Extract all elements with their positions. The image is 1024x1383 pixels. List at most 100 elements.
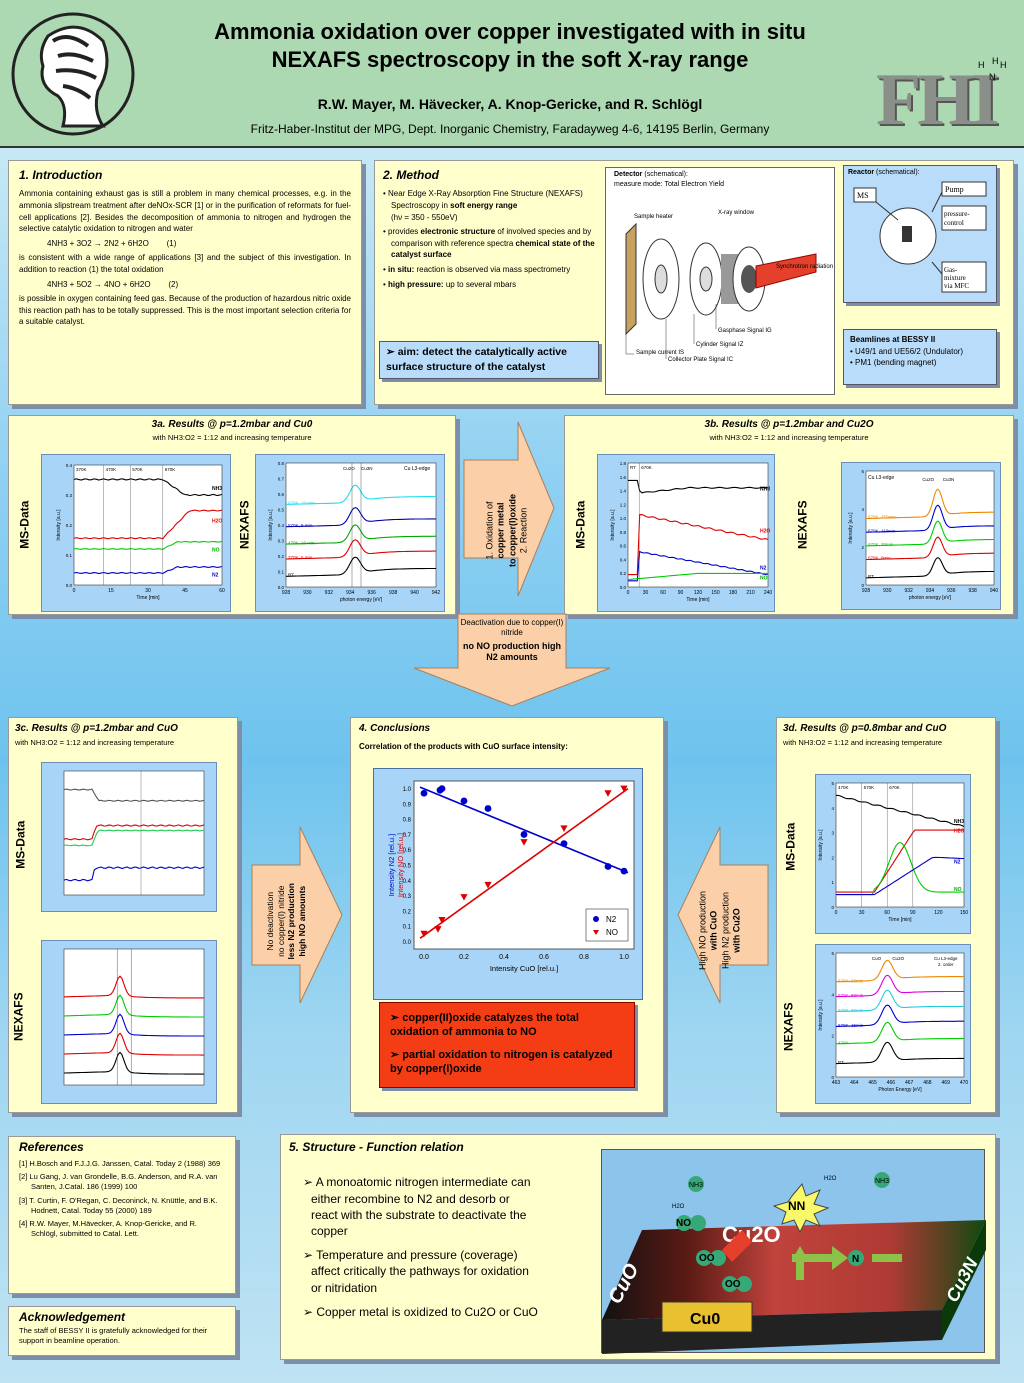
conclusion-2: ➢ partial oxidation to nitrogen is catal… bbox=[390, 1048, 613, 1075]
y-tick-label: 0.3 bbox=[278, 539, 285, 544]
title-line1: Ammonia oxidation over copper investigat… bbox=[214, 19, 806, 44]
temperature-label: 670K bbox=[165, 467, 176, 472]
x-tick-label: 150 bbox=[960, 910, 969, 916]
x-tick-label: 930 bbox=[303, 590, 312, 596]
temperature-label: 370K bbox=[76, 467, 87, 472]
reference-item: [3] T. Curtin, F. O'Regan, C. Deconinck,… bbox=[19, 1195, 218, 1215]
x-tick-label: 940 bbox=[990, 588, 999, 594]
species-label: NO bbox=[760, 576, 768, 582]
arrow-cuo bbox=[251, 826, 343, 1004]
references-panel: References [1] H.Bosch and F.J.J.G. Jans… bbox=[8, 1136, 236, 1294]
data-point-n2 bbox=[520, 831, 528, 838]
y-tick-label: 0.8 bbox=[403, 818, 412, 824]
arrow-deactivation bbox=[413, 613, 611, 707]
y-tick-label: 4 bbox=[831, 806, 834, 811]
structure-illustration: Cu0 CuO Cu2O Cu3N NH3 NH3 NO OO OO NN N … bbox=[601, 1149, 986, 1354]
y-tick-label: 1.8 bbox=[620, 461, 627, 466]
series-n2 bbox=[73, 565, 223, 575]
results-3a-nexafs-label: NEXAFS bbox=[237, 500, 252, 550]
svg-text:Gas-: Gas- bbox=[944, 266, 958, 274]
method-bullet-nexafs: • Near Edge X-Ray Absorption Fine Struct… bbox=[383, 189, 583, 222]
fit-line bbox=[419, 787, 629, 939]
y-tick-label: 0.3 bbox=[403, 894, 412, 900]
series-no bbox=[63, 829, 205, 847]
series-h2o bbox=[836, 829, 964, 893]
plot-area bbox=[835, 782, 965, 908]
y-tick-label: 0.2 bbox=[403, 909, 412, 915]
reactor-schematic: Reactor (schematical): MS Pump pressure-… bbox=[843, 165, 997, 303]
y-tick-label: 1.6 bbox=[620, 475, 627, 480]
intro-p1: Ammonia containing exhaust gas is still … bbox=[19, 189, 351, 234]
y-axis-label-n2: Intensity N2 [rel.u.] bbox=[387, 834, 396, 897]
temperature-label: 470K bbox=[106, 467, 117, 472]
svg-text:Cylinder Signal IZ: Cylinder Signal IZ bbox=[696, 342, 744, 348]
x-axis-label: Time [min] bbox=[888, 917, 912, 923]
data-point-no bbox=[520, 839, 528, 846]
data-point-n2 bbox=[420, 789, 428, 797]
data-point-no bbox=[438, 916, 446, 924]
spectrum-line bbox=[64, 994, 204, 1018]
x-axis-label: photon energy [eV] bbox=[340, 597, 383, 603]
x-tick-label: 0.2 bbox=[459, 954, 469, 961]
y-tick-label: 0.5 bbox=[403, 864, 412, 870]
spectrum-label: RT bbox=[838, 1060, 844, 1065]
y-axis-label-no: Intensity NO [rel.u.] bbox=[396, 833, 405, 897]
data-point-n2 bbox=[484, 805, 492, 812]
x-tick-label: 934 bbox=[926, 588, 935, 594]
x-tick-label: 938 bbox=[389, 590, 398, 596]
x-axis-label: photon energy [eV] bbox=[909, 595, 952, 601]
y-tick-label: 4 bbox=[831, 992, 834, 997]
edge-label: Cu L3-edge bbox=[404, 466, 430, 472]
y-tick-label: 0.2 bbox=[620, 571, 627, 576]
x-axis-label: Photon Energy [eV] bbox=[878, 1087, 922, 1093]
acknowledgement-panel: Acknowledgement The staff of BESSY II is… bbox=[8, 1306, 236, 1356]
data-point-n2 bbox=[620, 867, 628, 875]
svg-text:H2O: H2O bbox=[672, 1204, 685, 1210]
method-bullet-electronic: • provides electronic structure of invol… bbox=[383, 227, 595, 260]
y-tick-label: 0 bbox=[831, 905, 834, 910]
x-tick-label: 932 bbox=[904, 588, 913, 594]
x-tick-label: 30 bbox=[859, 910, 865, 916]
svg-text:Cu0: Cu0 bbox=[690, 1311, 720, 1328]
y-axis-label: Intensity [a.u.] bbox=[610, 509, 616, 541]
edge-label: Cu L3-edge bbox=[934, 956, 958, 961]
x-tick-label: 465 bbox=[868, 1080, 877, 1086]
acknowledgement-text: The staff of BESSY II is gratefully ackn… bbox=[19, 1326, 208, 1346]
y-axis-label: Intensity [a.u.] bbox=[268, 509, 274, 541]
spectrum-line bbox=[64, 1051, 204, 1075]
species-label: H2O bbox=[954, 829, 964, 835]
temperature-label: 470K bbox=[838, 785, 849, 790]
spectrum-line bbox=[63, 1032, 204, 1056]
x-tick-label: 940 bbox=[410, 590, 419, 596]
data-point-n2 bbox=[460, 797, 468, 805]
x-axis-label: Time [min] bbox=[686, 597, 710, 603]
species-label: N2 bbox=[954, 860, 961, 866]
x-tick-label: 150 bbox=[711, 590, 720, 596]
svg-text:Sample current IS: Sample current IS bbox=[636, 350, 684, 356]
results-3c-subtitle: with NH3:O2 = 1:12 and increasing temper… bbox=[15, 737, 175, 747]
reference-label: Cu2O bbox=[892, 956, 904, 961]
results-3c-ms-label: MS-Data bbox=[13, 820, 28, 869]
spectrum-label: RT bbox=[288, 573, 294, 578]
data-point-no bbox=[420, 930, 428, 938]
species-label: NO bbox=[212, 547, 220, 553]
y-tick-label: 0.0 bbox=[278, 585, 285, 590]
plot-area bbox=[865, 470, 995, 586]
structure-item: ➢ Copper metal is oxidized to Cu2O or Cu… bbox=[303, 1304, 538, 1319]
x-tick-label: 45 bbox=[182, 588, 188, 594]
temperature-label: 670K bbox=[641, 465, 652, 470]
y-tick-label: 0.4 bbox=[66, 463, 73, 468]
references-title: References bbox=[19, 1140, 84, 1154]
svg-text:X-ray window: X-ray window bbox=[718, 210, 755, 216]
results-3a-panel: 3a. Results @ p=1.2mbar and Cu0 with NH3… bbox=[8, 415, 456, 615]
spectrum-label: 470K bbox=[838, 1040, 849, 1045]
x-tick-label: 468 bbox=[923, 1080, 932, 1086]
y-tick-label: 0.0 bbox=[620, 585, 627, 590]
y-tick-label: 4 bbox=[861, 507, 864, 512]
series-h2o bbox=[628, 514, 769, 576]
results-3d-title: 3d. Results @ p=0.8mbar and CuO bbox=[783, 723, 947, 734]
series-n2 bbox=[63, 866, 205, 882]
species-label: NH3 bbox=[212, 486, 222, 492]
svg-text:NH3: NH3 bbox=[689, 1182, 703, 1189]
